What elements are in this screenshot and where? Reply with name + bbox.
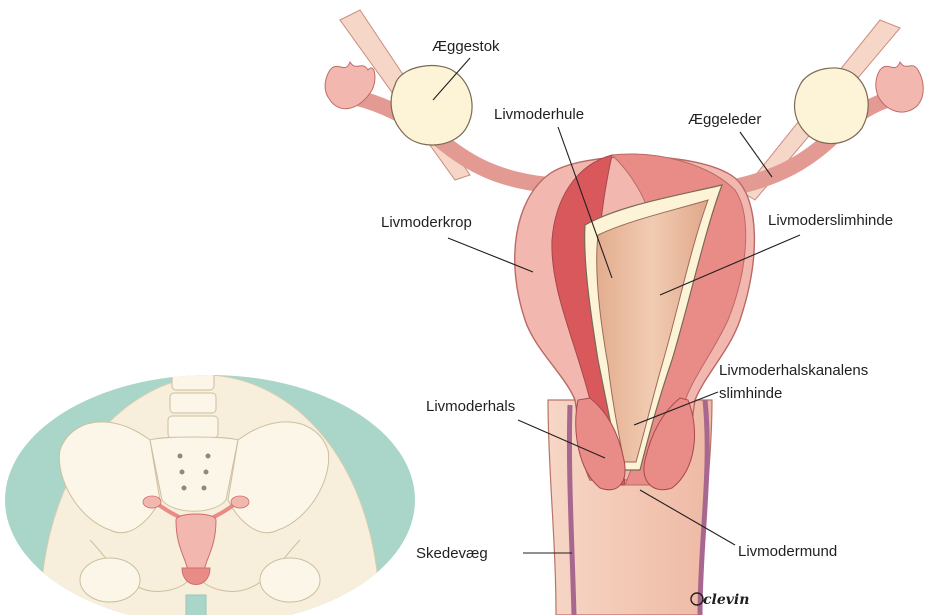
label-livmoderhule: Livmoderhule	[494, 106, 584, 123]
label-livmoderkrop: Livmoderkrop	[381, 214, 472, 231]
left-ovary	[391, 66, 472, 145]
label-livmodermund: Livmodermund	[738, 543, 837, 560]
label-livmoderslimhinde: Livmoderslimhinde	[768, 212, 893, 229]
label-livmoderhalskanalens: Livmoderhalskanalens	[719, 362, 868, 379]
signature-text: clevin	[703, 592, 749, 608]
pelvis-inset	[0, 370, 420, 615]
label-aeggestok: Æggestok	[432, 38, 500, 55]
right-ovary	[795, 68, 869, 144]
leader-aeggeleder	[740, 132, 772, 177]
label-slimhinde: slimhinde	[719, 385, 782, 402]
label-livmoderhals: Livmoderhals	[426, 398, 515, 415]
uterus-illustration	[325, 10, 923, 615]
label-aeggeleder: Æggeleder	[688, 111, 761, 128]
label-skedevaeg: Skedevæg	[416, 545, 488, 562]
